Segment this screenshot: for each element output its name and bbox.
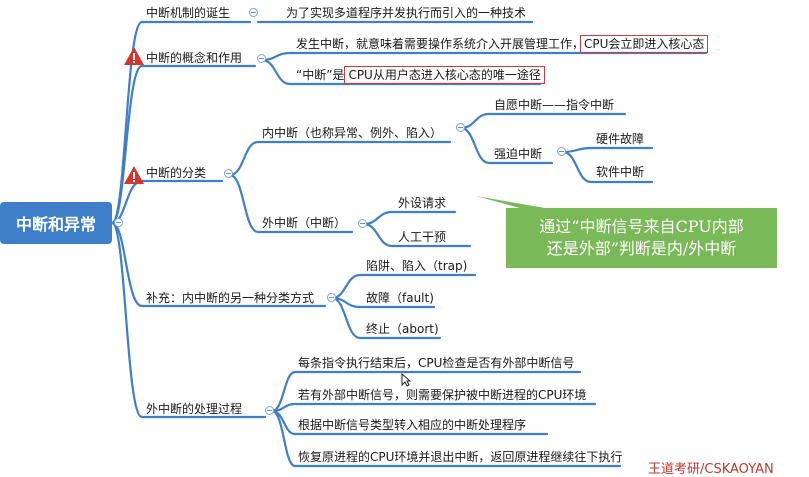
concept-point-2-text: “中断”是: [296, 68, 345, 82]
process-step-4[interactable]: 恢复原进程的CPU环境并退出中断，返回原进程继续往下执行: [298, 450, 623, 464]
connector-class-internal: [228, 140, 452, 177]
root-node[interactable]: 中断和异常: [0, 202, 112, 244]
callout-note: 通过“中断信号来自CPU内部 还是外部”判断是内/外中断: [506, 208, 777, 268]
collapse-toggle-supplement[interactable]: [327, 293, 336, 302]
collapse-toggle-external[interactable]: [358, 219, 367, 228]
forced-interrupt-label[interactable]: 强迫中断: [494, 147, 543, 161]
connector-supplement-abort: [330, 296, 442, 340]
branch-process-label[interactable]: 外中断的处理过程: [146, 402, 243, 416]
connector-concept-point2: [260, 58, 542, 86]
process-step-2[interactable]: 若有外部中断信号，则需要保护被中断进程的CPU环境: [298, 388, 587, 402]
forced-child-software[interactable]: 软件中断: [596, 165, 645, 179]
supplement-child-trap[interactable]: 陷阱、陷入（trap): [366, 259, 468, 273]
connector-internal-voluntary: [459, 112, 627, 130]
concept-point-1[interactable]: 发生中断，就意味着需要操作系统介入开展管理工作，CPU会立即进入核心态: [296, 35, 709, 53]
supplement-child-abort[interactable]: 终止（abort): [366, 322, 439, 336]
warning-icon: [124, 166, 144, 184]
concept-point-1-highlight: CPU会立即进入核心态: [580, 35, 709, 53]
collapse-toggle-classification[interactable]: [224, 169, 233, 178]
supplement-child-fault[interactable]: 故障（fault): [366, 291, 434, 305]
collapse-toggle-process[interactable]: [265, 406, 274, 415]
watermark: 王道考研/CSKAOYAN: [648, 462, 774, 477]
collapse-toggle-forced[interactable]: [557, 147, 566, 156]
connector-concept-point1: [260, 51, 708, 62]
collapse-toggle-birth[interactable]: [249, 8, 258, 17]
external-child-manual[interactable]: 人工干预: [398, 230, 447, 244]
connector-forced-software: [561, 150, 654, 184]
branch-supplement-label[interactable]: 补充：内中断的另一种分类方式: [146, 291, 315, 305]
external-interrupt-label[interactable]: 外中断（中断）: [262, 216, 347, 230]
connector-internal-forced: [459, 126, 554, 165]
connector-process-step1: [270, 370, 582, 413]
forced-child-hardware[interactable]: 硬件故障: [596, 132, 645, 146]
process-step-3[interactable]: 根据中断信号类型转入相应的中断处理程序: [298, 418, 527, 432]
connector-forced-hardware: [561, 146, 654, 154]
birth-detail[interactable]: 为了实现多道程序并发执行而引入的一种技术: [286, 6, 527, 20]
callout-pointer: [476, 196, 545, 208]
connector-root-classification: [110, 179, 224, 225]
internal-interrupt-label[interactable]: 内中断（也称异常、例外、陷入）: [262, 126, 443, 140]
connector-external-manual: [362, 222, 472, 248]
concept-point-2-highlight: CPU从用户态进入核心态的唯一途径: [344, 66, 545, 84]
external-child-peripheral[interactable]: 外设请求: [398, 196, 447, 210]
warning-icon: [124, 47, 144, 65]
branch-concept-label[interactable]: 中断的概念和作用: [146, 51, 243, 65]
connector-root-concept: [110, 64, 257, 225]
branch-classification-label[interactable]: 中断的分类: [146, 166, 207, 180]
callout-line-1: 通过“中断信号来自CPU内部: [539, 217, 744, 236]
concept-point-1-text: 发生中断，就意味着需要操作系统介入开展管理工作，: [296, 37, 585, 51]
connector-process-step2: [270, 402, 597, 413]
process-step-1[interactable]: 每条指令执行结束后，CPU检查是否有外部中断信号: [298, 356, 575, 370]
callout-line-2: 还是外部”判断是内/外中断: [546, 239, 737, 258]
collapse-toggle-root[interactable]: [114, 218, 123, 227]
collapse-toggle-concept[interactable]: [257, 54, 266, 63]
connector-class-external: [228, 173, 354, 234]
cursor-icon: [401, 373, 411, 387]
connector-process-step4: [270, 409, 622, 468]
connector-root-process: [110, 221, 267, 419]
branch-birth-label[interactable]: 中断机制的诞生: [146, 6, 231, 20]
connector-external-peripheral: [362, 210, 457, 226]
collapse-toggle-internal[interactable]: [456, 123, 465, 132]
voluntary-interrupt[interactable]: 自愿中断——指令中断: [494, 98, 615, 112]
